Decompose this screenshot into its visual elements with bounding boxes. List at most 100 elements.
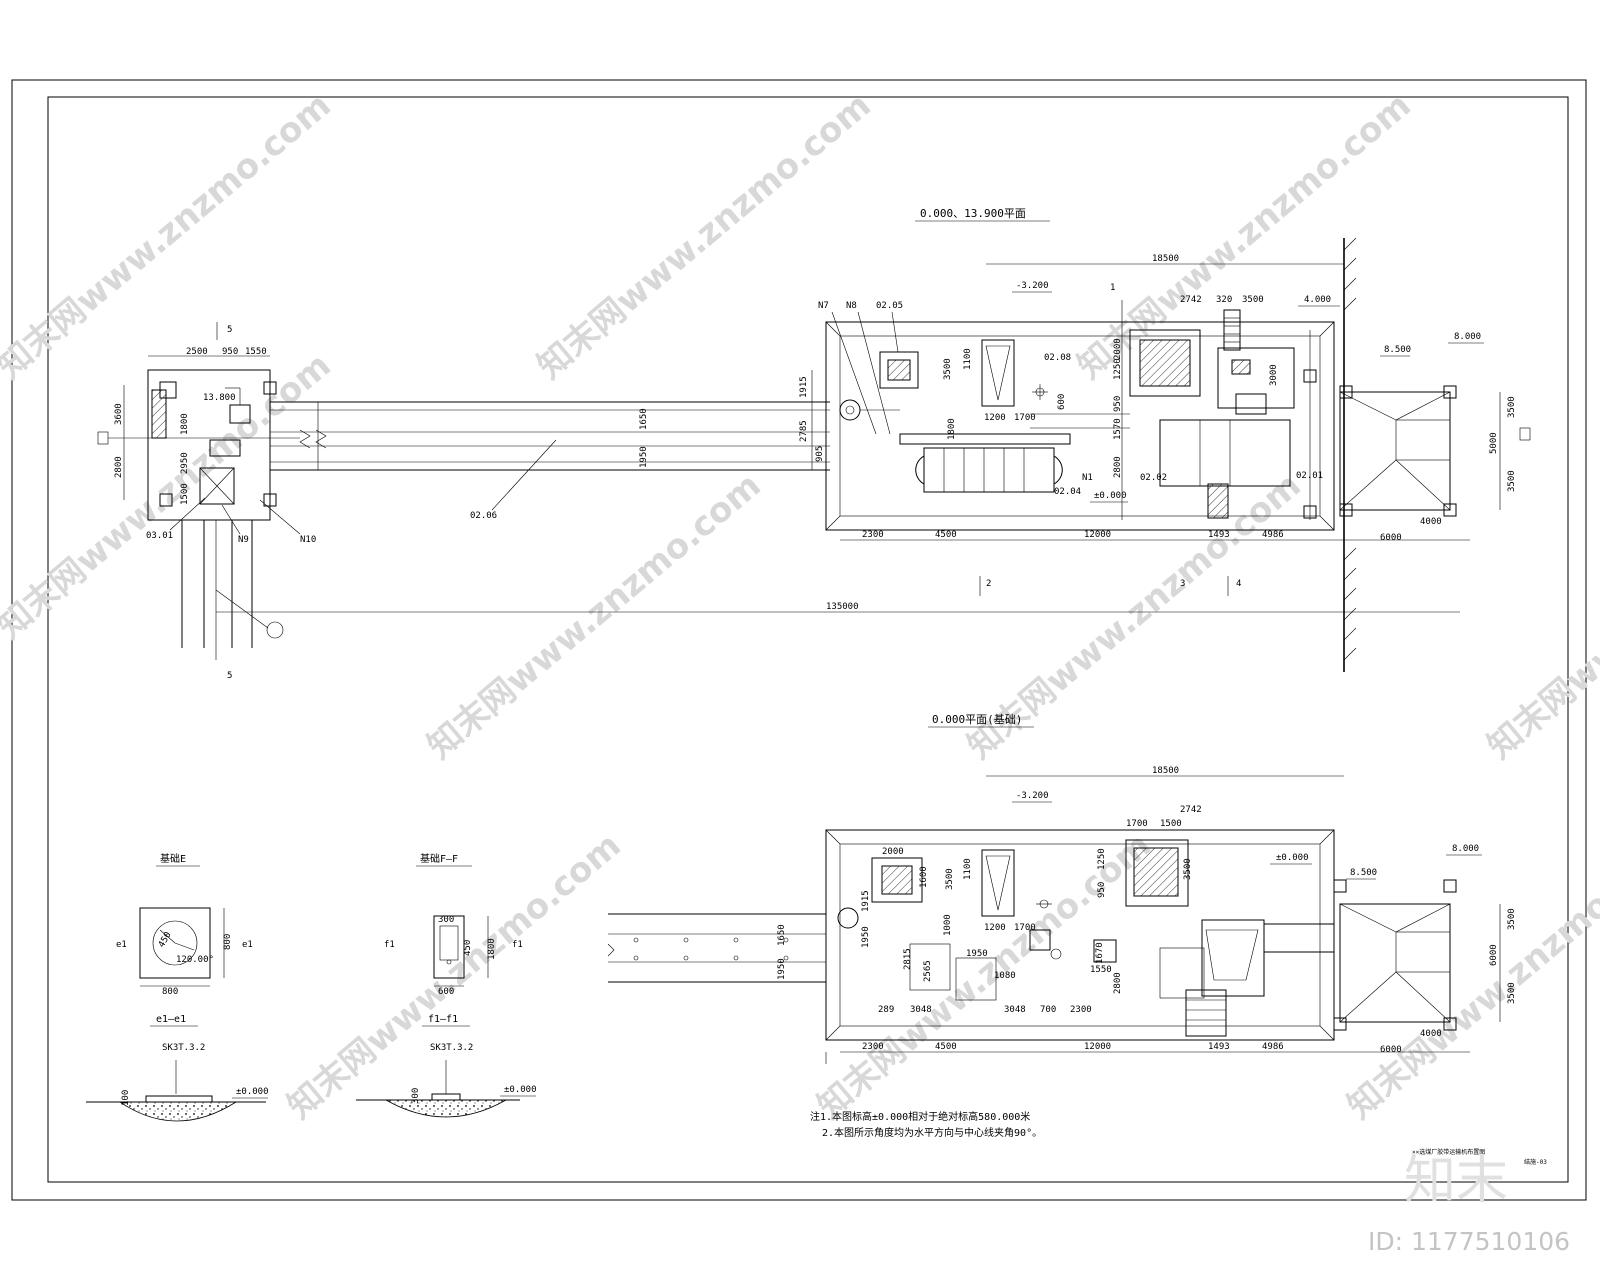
- equipment-tag: N1: [1082, 473, 1093, 483]
- right-dim: 3500: [1507, 908, 1517, 930]
- elevation-slope: 8.500: [1384, 345, 1411, 355]
- inner-dim: 3048: [1004, 1005, 1026, 1015]
- inner-dim: 1100: [963, 858, 973, 880]
- note-line: 2.本图所示角度均为水平方向与中心线夹角90°。: [822, 1126, 1042, 1139]
- section-mark: 5: [227, 671, 232, 681]
- dim: 1500: [180, 483, 190, 505]
- equipment-tag: 02.08: [1044, 353, 1071, 363]
- dim: 1650: [639, 408, 649, 430]
- conveyor-gallery: 02.06 1650 1950 135000: [216, 401, 1460, 613]
- watermark-text: 知末网www.znzmo.com: [0, 345, 339, 647]
- top-dim: 1700: [1126, 819, 1148, 829]
- wall-hatch: [1343, 237, 1357, 661]
- detail-dim: 600: [438, 987, 454, 997]
- top-plan-title: 0.000、13.900平面: [920, 207, 1026, 220]
- elevation-zero: ±0.000: [1276, 853, 1309, 863]
- inner-dim: 1250: [1113, 358, 1123, 380]
- right-dim: 3500: [1507, 982, 1517, 1004]
- overall-width: 18500: [1152, 766, 1179, 776]
- hopper-dim: 4000: [1420, 517, 1442, 527]
- bottom-dim: 4500: [935, 530, 957, 540]
- detail-scale: SK3T.3.2: [430, 1043, 473, 1053]
- detail-depth: 100: [121, 1090, 131, 1106]
- bottom-dim: 4986: [1262, 1042, 1284, 1052]
- inner-dim: 1000: [943, 914, 953, 936]
- bottom-dim: 4986: [1262, 530, 1284, 540]
- section-mark: 1: [1110, 283, 1115, 293]
- watermark-text: 知末网www.znzmo.com: [1480, 465, 1600, 767]
- detail-dim: 1800: [487, 938, 497, 960]
- equipment-tag: N10: [300, 535, 316, 545]
- side-dim: 2785: [799, 420, 809, 442]
- inner-dim: 289: [878, 1005, 894, 1015]
- inner-dim: 3000: [1269, 364, 1279, 386]
- note-line: 注1.本图标高±0.000相对于绝对标高580.000米: [810, 1110, 1030, 1123]
- elevation-roof: 8.000: [1454, 332, 1481, 342]
- inner-dim: 1080: [994, 971, 1016, 981]
- elevation-pit: -3.200: [1016, 791, 1049, 801]
- watermark-text: 知末网www.znzmo.com: [1340, 825, 1600, 1127]
- inner-dim: 1570: [1113, 418, 1123, 440]
- dim: 2950: [180, 452, 190, 474]
- top-dim: 320: [1216, 295, 1232, 305]
- right-dim: 6000: [1489, 944, 1499, 966]
- dim: 950: [222, 347, 238, 357]
- inner-dim: 3500: [943, 358, 953, 380]
- equipment-tag: 03.01: [146, 531, 173, 541]
- bottom-dim: 6000: [1380, 533, 1402, 543]
- sheet-number: 结施-03: [1524, 1158, 1547, 1166]
- section-mark: 5: [227, 325, 232, 335]
- inner-dim: 3500: [945, 868, 955, 890]
- title-block-text: ××选煤厂胶带运输机布置图: [1412, 1148, 1485, 1156]
- inner-dim: 1100: [963, 348, 973, 370]
- right-dim: 3500: [1507, 396, 1517, 418]
- detail-dim: 120.00°: [176, 955, 214, 965]
- inner-dim: 950: [1097, 882, 1107, 898]
- equipment-tag: 02.04: [1054, 487, 1081, 497]
- brand-logo: 知末: [1404, 1151, 1508, 1211]
- outer-frame: [11, 79, 1587, 1201]
- bottom-plan: 0.000平面(基础) 18500 -3.200 ±0.000 8.000 8.…: [607, 713, 1517, 1139]
- inner-dim: 950: [1113, 396, 1123, 412]
- dim: 2500: [186, 347, 208, 357]
- elevation-label: 13.800: [203, 393, 236, 403]
- inner-dim: 3048: [910, 1005, 932, 1015]
- inner-dim: 2800: [1113, 972, 1123, 994]
- equipment-tag: 02.01: [1296, 471, 1323, 481]
- detail-e: 基础E e1 e1 800 800 450 120.00° e1—e1 SK3T…: [86, 852, 269, 1122]
- top-dim: 3500: [1242, 295, 1264, 305]
- detail-mark: e1: [116, 940, 127, 950]
- bottom-dim: 12000: [1084, 530, 1111, 540]
- elevation-top: 4.000: [1304, 295, 1331, 305]
- inner-dim: 1200: [984, 413, 1006, 423]
- inner-dim: 1950: [966, 949, 988, 959]
- bottom-dim: 4500: [935, 1042, 957, 1052]
- inner-dim: 2565: [923, 960, 933, 982]
- inner-dim: 1700: [1014, 413, 1036, 423]
- inner-dim: 1550: [1090, 965, 1112, 975]
- inner-dim: 1600: [919, 866, 929, 888]
- inner-dim: 2800: [1113, 456, 1123, 478]
- equipment-tag: N7: [818, 301, 829, 311]
- left-station: 2500 950 1550 3600 2800 1800 2950 1500 1…: [97, 322, 316, 681]
- bottom-dim: 12000: [1084, 1042, 1111, 1052]
- elevation-roof: 8.000: [1452, 844, 1479, 854]
- inner-dim: 1200: [984, 923, 1006, 933]
- detail-dim: 800: [162, 987, 178, 997]
- section-title: f1—f1: [428, 1014, 458, 1025]
- inner-dim: 1700: [1014, 923, 1036, 933]
- right-building: 18500 -3.200 4.000 8.000 8.500 ±0.000 27…: [799, 237, 1531, 672]
- inner-dim: 2815: [903, 948, 913, 970]
- dim: 1550: [245, 347, 267, 357]
- detail-elev: ±0.000: [236, 1087, 269, 1097]
- detail-mark: f1: [512, 940, 523, 950]
- detail-title: 基础E: [160, 852, 186, 865]
- side-dim: 1915: [799, 376, 809, 398]
- section-title: e1—e1: [156, 1014, 186, 1025]
- inner-dim: 700: [1040, 1005, 1056, 1015]
- inner-dim: 1800: [947, 418, 957, 440]
- top-plan: 0.000、13.900平面 2500 950 1550 3600 2800: [97, 207, 1531, 681]
- detail-f: 基础F—F f1 f1 300 1800 600 450 f1—f1 SK3T.…: [356, 852, 537, 1118]
- elevation-slope: 8.500: [1350, 868, 1377, 878]
